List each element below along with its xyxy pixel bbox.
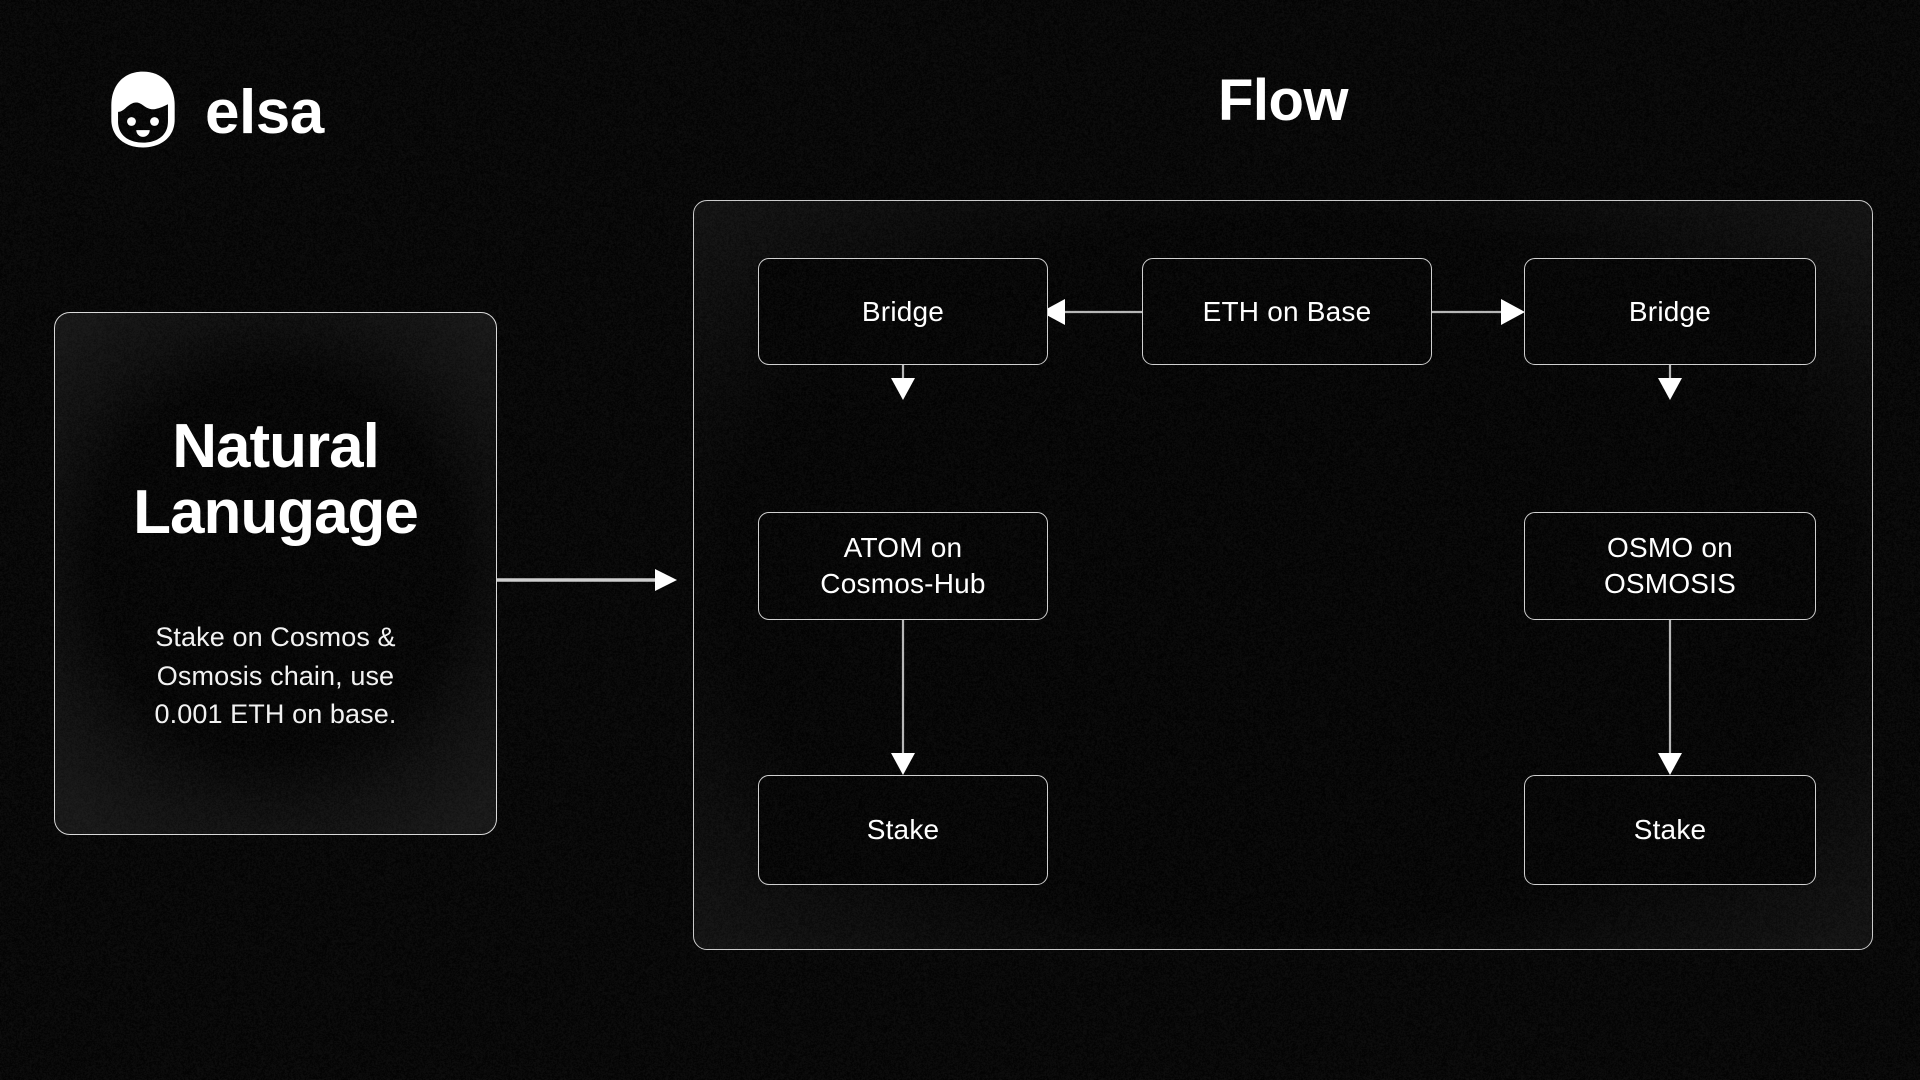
page-title: Flow: [693, 72, 1873, 130]
flow-node-atom-on-cosmos-hub[interactable]: ATOM on Cosmos-Hub: [758, 512, 1048, 620]
flow-node-stake-right[interactable]: Stake: [1524, 775, 1816, 885]
robot-head-with-headphones-icon: [95, 62, 191, 158]
flow-node-eth-on-base[interactable]: ETH on Base: [1142, 258, 1432, 365]
flow-node-osmo-on-osmosis[interactable]: OSMO on OSMOSIS: [1524, 512, 1816, 620]
brand-logo[interactable]: elsa: [95, 62, 324, 158]
natural-language-prompt-text: Stake on Cosmos & Osmosis chain, use 0.0…: [155, 618, 397, 733]
flow-node-bridge-right[interactable]: Bridge: [1524, 258, 1816, 365]
natural-language-heading: Natural Lanugage: [133, 414, 418, 547]
natural-language-panel: Natural Lanugage Stake on Cosmos & Osmos…: [54, 312, 497, 835]
flow-node-bridge-left[interactable]: Bridge: [758, 258, 1048, 365]
arrow-natural-language-to-flow: [497, 556, 677, 604]
brand-wordmark: elsa: [205, 82, 324, 144]
flow-node-stake-left[interactable]: Stake: [758, 775, 1048, 885]
